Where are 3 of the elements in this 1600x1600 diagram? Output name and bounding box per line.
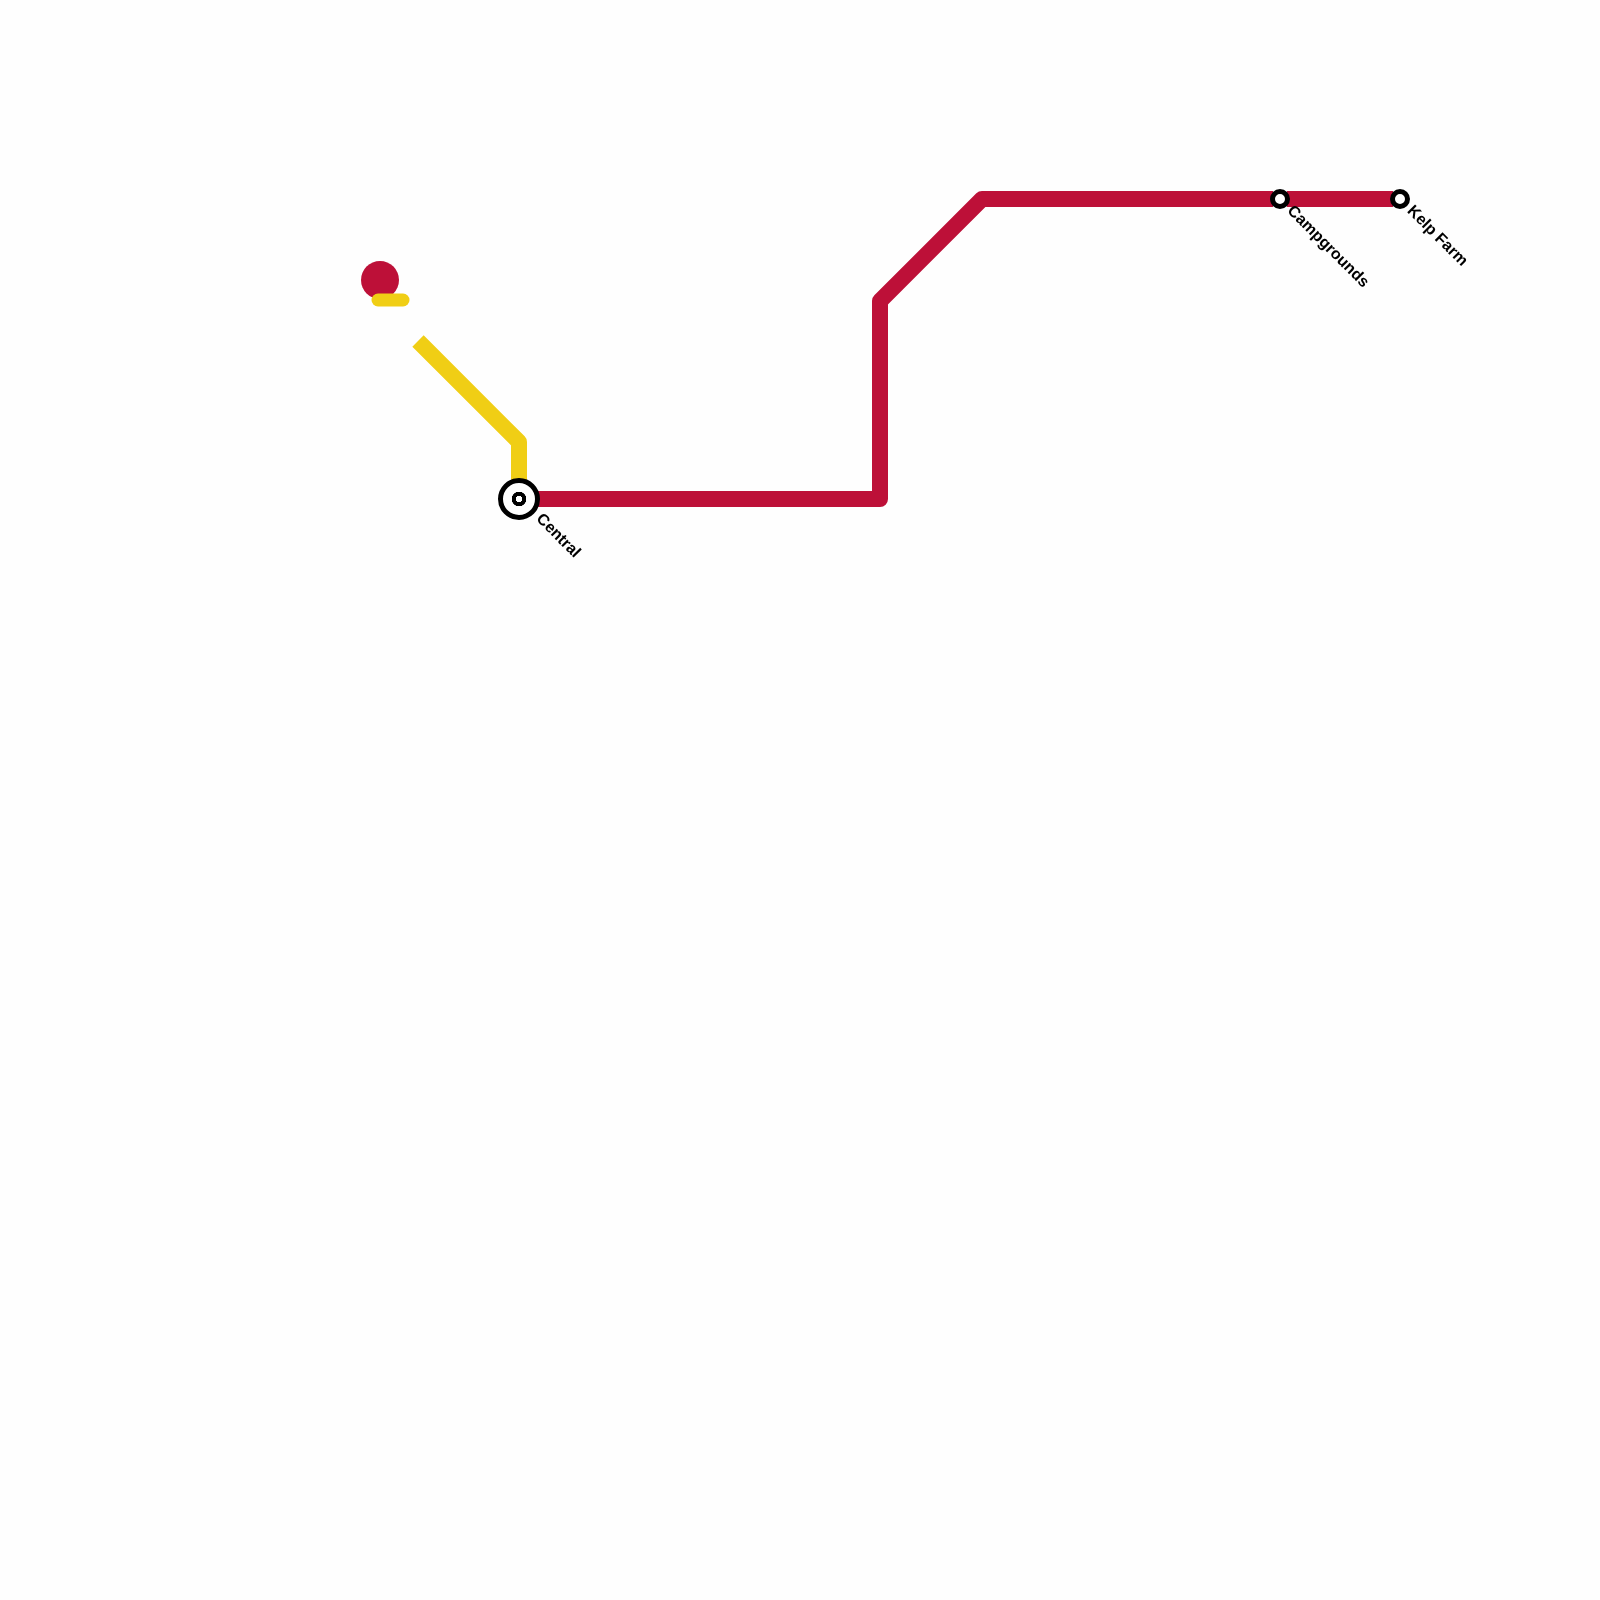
transit-line [537,191,1273,507]
transit-line [412,335,527,481]
transit-line [1287,191,1393,207]
